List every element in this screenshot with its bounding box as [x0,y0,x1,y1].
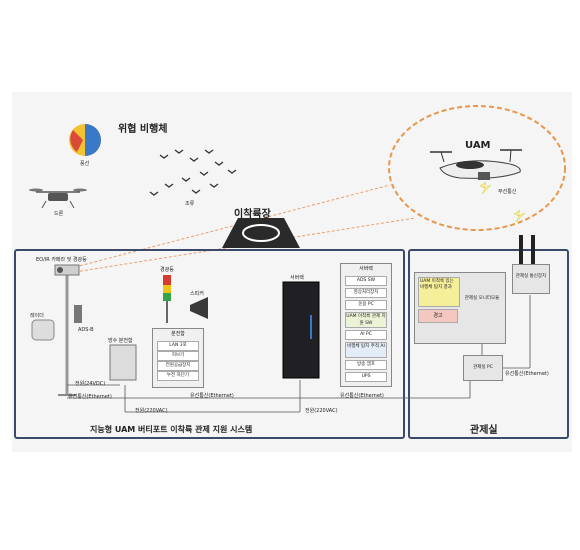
control-room-title: 관제실 [470,425,498,436]
server-panel-title: 서버랙 [359,266,373,272]
cabinet-label: 방수 분전함 [108,338,133,344]
uam-comms-label: 무선통신 [498,189,517,195]
wired3-label: 유선통신(Ethernet) [340,393,384,399]
uam-aircraft-icon [430,149,522,180]
cabinet-icon [109,344,137,381]
server-label: 서버랙 [290,275,304,281]
system-box [14,249,405,439]
sight-line-top [74,184,391,268]
control-wired-label: 유선통신(Ethernet) [505,371,549,377]
beacon-label: 경광등 [160,267,174,273]
comms-device: 관제실 통신장치 [512,264,550,294]
uam-info-box: UAM 이착륙 있는 비행체 탐지 결과 [418,277,460,307]
lightning-icon-2 [513,209,526,223]
pad-label: 이착륙장 [234,209,271,220]
adsb-icon [74,305,82,323]
drone-icon [29,188,87,209]
threat-heading: 위협 비행체 [118,124,168,135]
control-room-box [408,249,569,439]
eo-ir-camera-icon [54,264,80,276]
control-pc: 관제실 PC [463,355,503,381]
monitor-module: UAM 이착륙 있는 비행체 탐지 결과 경고 관제실 모니터모듈 [414,272,506,344]
cabinet-item: LAN 3포 [157,341,199,351]
radar-icon [31,319,55,341]
landing-pad [222,218,300,248]
beacon-icon [163,275,171,285]
speaker-icon [190,297,208,319]
server-item: 영상처리장치 [345,288,387,298]
cabinet-item: 전원공급장치 [157,361,199,371]
balloon-label: 풍선 [80,161,90,167]
server-item: UPS [345,372,387,382]
adsb-label: ADS-B [78,327,94,333]
power220b-label: 전원(220VAC) [305,408,338,414]
cabinet-item: 누전 차단기 [157,371,199,381]
speaker-label: 스피커 [190,291,204,297]
server-item: ADS SW [345,276,387,286]
radar-label: 레이더 [30,313,44,319]
server-item: UAM 이착륙 관제 지원 SW [345,312,387,328]
wired-label: 유선통신(Ethernet) [68,394,112,400]
system-title: 지능형 UAM 버티포트 이착륙 관제 지원 시스템 [90,425,253,434]
cabinet-panel-title: 분전함 [171,331,185,337]
cabinet-item: 허브기 [157,351,199,361]
monitor-title: 관제실 모니터모듈 [464,296,500,301]
alert-box: 경고 [418,309,458,323]
birds-label: 조류 [185,201,195,207]
drone-label: 드론 [54,211,64,217]
uam-label: UAM [465,140,491,151]
power24-label: 전원(24VDC) [75,381,106,387]
birds-icon [149,149,237,196]
cabinet-panel: 분전함 LAN 3포 허브기 전원공급장치 누전 차단기 [152,328,204,388]
server-panel: 서버랙 ADS SW 영상처리장치 운용 PC UAM 이착륙 관제 지원 SW… [340,263,392,387]
server-item: AI PC [345,330,387,340]
wired2-label: 유선통신(Ethernet) [190,393,234,399]
server-rack-icon [282,281,320,379]
camera-label: EO/IR 카메라 및 경광등 [36,257,87,263]
server-item: 비행체 탐지 추적 AI [345,342,387,358]
server-item: 방송 앰프 [345,360,387,370]
lightning-icon-1 [479,181,492,195]
server-item: 운용 PC [345,300,387,310]
power220-label: 전원(220VAC) [135,408,168,414]
uam-ellipse [388,105,566,231]
